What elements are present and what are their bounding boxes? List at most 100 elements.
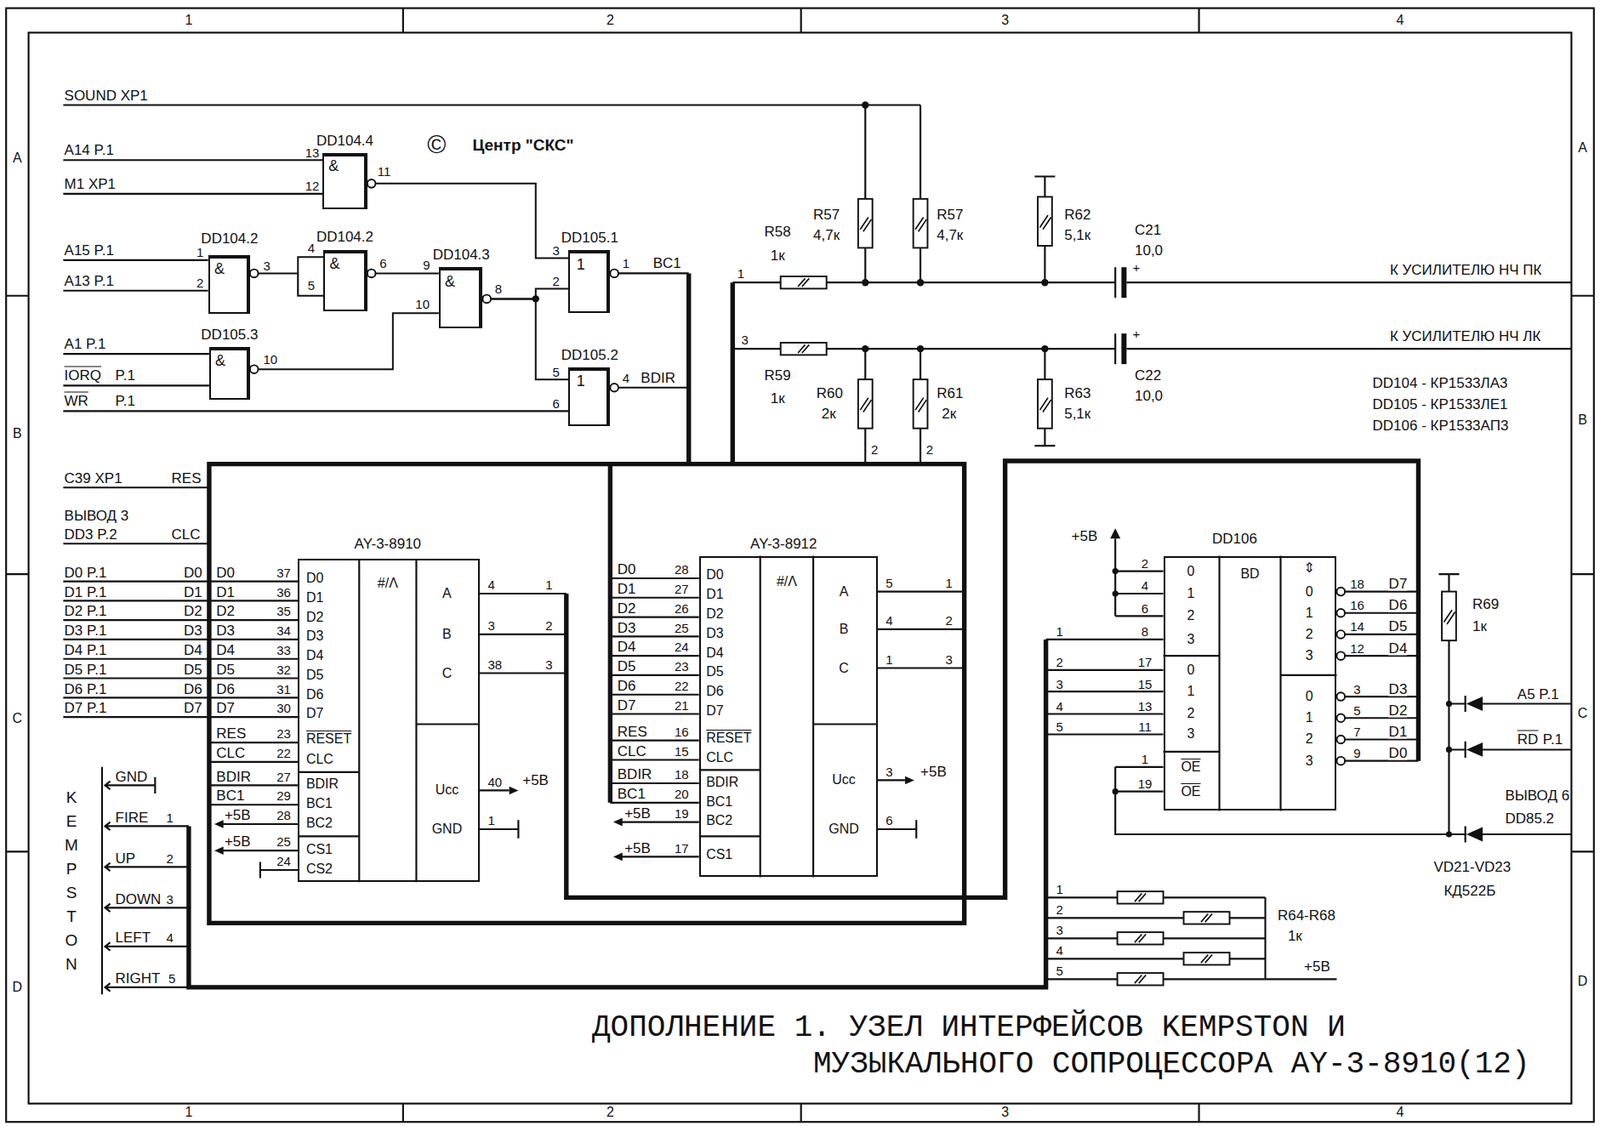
- gate-output-bubble: [482, 295, 491, 304]
- schematic-label: 3: [741, 333, 749, 347]
- schematic-label: ©: [427, 131, 446, 158]
- schematic-label: +5В: [1303, 958, 1331, 974]
- schematic-label: 5: [307, 278, 315, 291]
- pin-name: BD: [1240, 567, 1259, 581]
- schematic-label: +: [1133, 327, 1141, 341]
- schematic-label: D: [1577, 974, 1589, 989]
- pin-name: Ucc: [435, 783, 460, 798]
- schematic-label: D2: [216, 603, 235, 619]
- sheet-title: ДОПОЛНЕНИЕ 1. УЗЕЛ ИНТЕРФЕЙСОВ KEMPSTON …: [813, 1009, 1545, 1083]
- pin-name: BC1: [306, 797, 333, 811]
- schematic-label: D4: [617, 639, 637, 655]
- diode-network: [1438, 574, 1572, 843]
- schematic-label: D4: [183, 642, 203, 657]
- schematic-label: 3: [166, 892, 174, 906]
- buffer-wires: [1112, 590, 1119, 597]
- audio-mixer-wires: [916, 279, 924, 286]
- schematic-label: D3: [1389, 681, 1408, 696]
- schematic-label: D3: [216, 623, 235, 638]
- schematic-label: BC1: [653, 256, 682, 271]
- schematic-label: 2: [926, 442, 934, 456]
- pin-name: 1: [1186, 586, 1195, 601]
- part-designator: DD104.3: [432, 247, 490, 262]
- schematic-label: D5: [617, 659, 637, 674]
- schematic-label: R63: [1064, 385, 1091, 400]
- schematic-label: 24: [674, 640, 689, 654]
- buffer-wires: [1112, 568, 1119, 575]
- schematic-label: 4,7к: [936, 227, 963, 242]
- schematic-label: D2: [617, 600, 637, 615]
- pin-name: 1: [576, 256, 586, 273]
- schematic-label: 2: [552, 273, 560, 287]
- logic-gate: DD104.4&: [322, 153, 368, 210]
- schematic-label: 36: [276, 585, 291, 598]
- logic-gate: DD105.3&: [209, 347, 251, 400]
- schematic-label: D1: [183, 584, 203, 599]
- schematic-label: +5В: [522, 773, 549, 788]
- schematic-label: +5В: [624, 805, 651, 820]
- schematic-label: DD106 - КР1533АП3: [1372, 418, 1509, 433]
- schematic-label: GND: [115, 768, 149, 784]
- schematic-label: 4: [1056, 699, 1064, 712]
- schematic-label: 5: [885, 575, 893, 589]
- schematic-label: 18: [674, 768, 689, 781]
- schematic-label: KEMPSTON: [62, 785, 80, 977]
- schematic-label: R60: [816, 385, 843, 400]
- pin-name: 1: [1305, 606, 1314, 621]
- schematic-label: D5 P.1: [64, 661, 108, 677]
- chip-8912-wires: [609, 556, 964, 878]
- chip-8912-wires: [609, 556, 964, 878]
- schematic-label: 5: [1353, 703, 1361, 717]
- schematic-label: 1: [487, 814, 495, 827]
- schematic-label: 2: [1056, 655, 1064, 669]
- logic-gate: DD105.11: [568, 250, 610, 314]
- bus-lines: [188, 273, 1419, 987]
- schematic-label: 5: [1056, 963, 1064, 977]
- gate-output-bubble: [250, 179, 619, 392]
- schematic-label: 4: [1056, 943, 1064, 957]
- audio-mixer-wires: [861, 345, 869, 353]
- buffer-wires: [1336, 692, 1345, 701]
- schematic-label: A15 P.1: [64, 242, 114, 257]
- schematic-label: 1: [196, 245, 204, 259]
- schematic-label: D7: [1389, 575, 1408, 591]
- schematic-label: RES: [216, 726, 246, 741]
- chip-8910-wires: [62, 487, 566, 883]
- pin-name: &: [329, 256, 340, 272]
- pin-name: D7: [306, 706, 324, 721]
- pullup-wires: [1046, 897, 1338, 980]
- schematic-label: 3: [1056, 677, 1064, 690]
- schematic-label: 1: [184, 13, 193, 28]
- schematic-label: 15: [674, 744, 689, 758]
- schematic-label: 4,7к: [813, 227, 840, 242]
- part-designator: DD104.4: [316, 133, 374, 149]
- chip-8912-wires: [613, 853, 623, 862]
- schematic-label: P.1: [115, 368, 136, 383]
- schematic-label: 23: [276, 727, 291, 741]
- drawing-frame: [28, 32, 1572, 1104]
- schematic-label: 9: [422, 257, 430, 271]
- pin-name: BC2: [706, 814, 733, 828]
- schematic-label: 26: [674, 601, 689, 615]
- diode-network: [1466, 742, 1483, 758]
- schematic-label: DD104 - КР1533ЛА3: [1372, 375, 1508, 390]
- schematic-label: 1: [737, 267, 745, 280]
- pin-name: CS1: [706, 848, 733, 862]
- schematic-label: D6: [216, 681, 235, 696]
- schematic-label: 4: [166, 931, 174, 945]
- schematic-label: 22: [674, 678, 689, 692]
- schematic-label: M1 XP1: [64, 176, 116, 191]
- schematic-label: 3: [487, 619, 495, 633]
- schematic-label: RES: [617, 723, 648, 739]
- pin-name: D0: [306, 571, 324, 586]
- schematic-label: CLC: [216, 745, 245, 761]
- schematic-label: 24: [276, 854, 291, 868]
- pin-name: 2: [1186, 609, 1195, 623]
- schematic-label: D0 P.1: [64, 564, 108, 580]
- drawing-frame: [5, 8, 1595, 1123]
- part-designator: AY-3-8912: [750, 536, 817, 552]
- schematic-label: LEFT: [115, 930, 152, 946]
- schematic-label: D2 P.1: [64, 603, 108, 619]
- schematic-label: CLC: [171, 527, 201, 542]
